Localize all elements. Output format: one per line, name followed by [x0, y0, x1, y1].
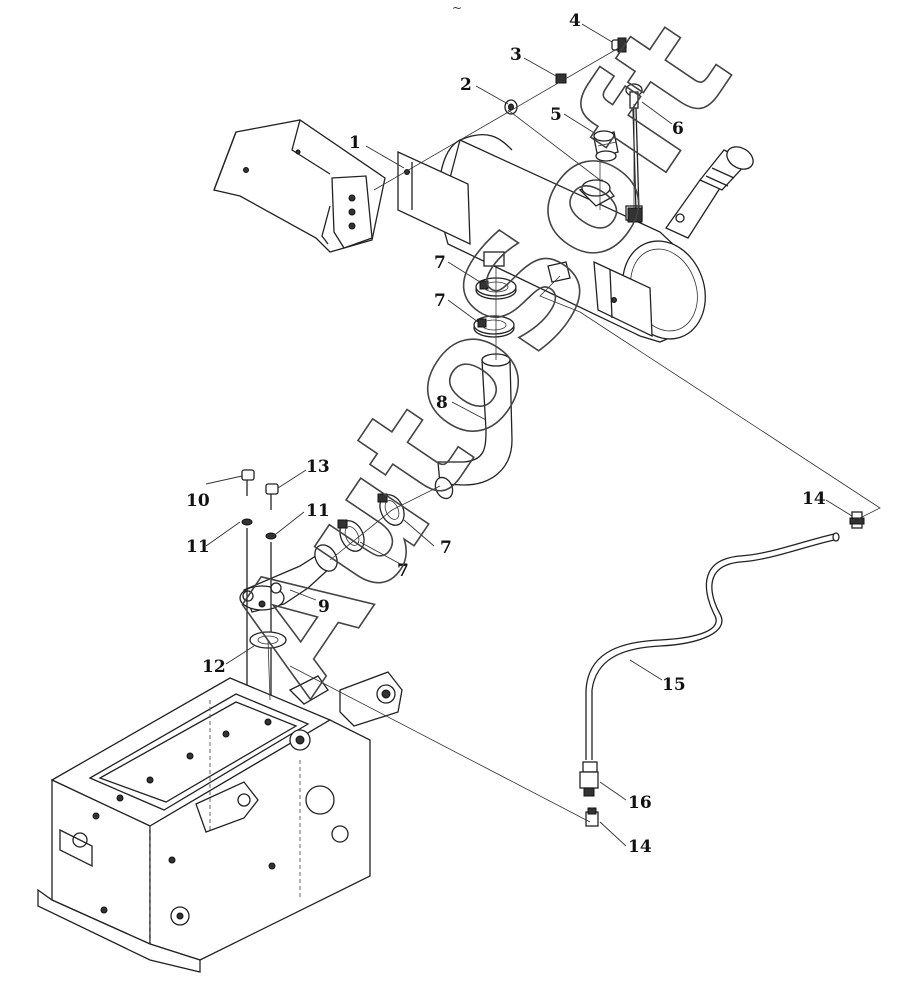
callout-11-right: 11 [306, 501, 330, 521]
callout-7-upper-1: 7 [434, 253, 446, 273]
hose-clamp-upper-2 [473, 315, 515, 338]
hose-clamp-lower-2 [337, 519, 365, 552]
callout-7-lower-2: 7 [397, 561, 409, 581]
outlet-elbow-part-9 [239, 544, 338, 613]
callout-14-upper: 14 [802, 489, 826, 509]
callout-5: 5 [550, 105, 562, 125]
fitting-part-14-lower [585, 807, 599, 827]
bolt-part-4 [611, 37, 627, 53]
hose-end-fitting [434, 476, 454, 500]
callout-4: 4 [569, 11, 581, 31]
level-sensor-part-6 [625, 83, 643, 223]
callout-12: 12 [202, 657, 226, 677]
callout-9: 9 [318, 597, 330, 617]
bolt-part-10 [241, 469, 255, 700]
callout-14-lower: 14 [628, 837, 652, 857]
bolt-part-13 [265, 483, 279, 710]
fitting-part-16 [579, 761, 599, 797]
fitting-part-14-upper [849, 511, 865, 529]
callout-6: 6 [672, 119, 684, 139]
callout-3: 3 [510, 45, 522, 65]
callout-1: 1 [349, 133, 361, 153]
gearbox-housing [37, 671, 403, 973]
fuel-line-part-15 [585, 532, 840, 760]
mounting-bracket [213, 119, 386, 253]
callout-7-upper-2: 7 [434, 291, 446, 311]
assembly-centerlines [267, 45, 881, 823]
callout-7-lower-1: 7 [440, 538, 452, 558]
fuel-tank [397, 134, 754, 343]
callout-15: 15 [662, 675, 686, 695]
leader-lines [205, 23, 853, 847]
callout-11-left: 11 [186, 537, 210, 557]
callout-13: 13 [306, 457, 330, 477]
callout-10: 10 [186, 491, 210, 511]
fuel-hose-part-8 [437, 353, 513, 486]
callout-2: 2 [460, 75, 472, 95]
watermark-text: AutoSoft [196, 0, 766, 720]
header-mark: ~ [452, 1, 462, 15]
callout-labels: 1 2 3 4 5 6 7 7 7 7 8 9 10 11 11 12 13 1… [186, 11, 826, 857]
callout-8: 8 [436, 393, 448, 413]
filler-cap-part-5 [593, 130, 619, 162]
callout-16: 16 [628, 793, 652, 813]
